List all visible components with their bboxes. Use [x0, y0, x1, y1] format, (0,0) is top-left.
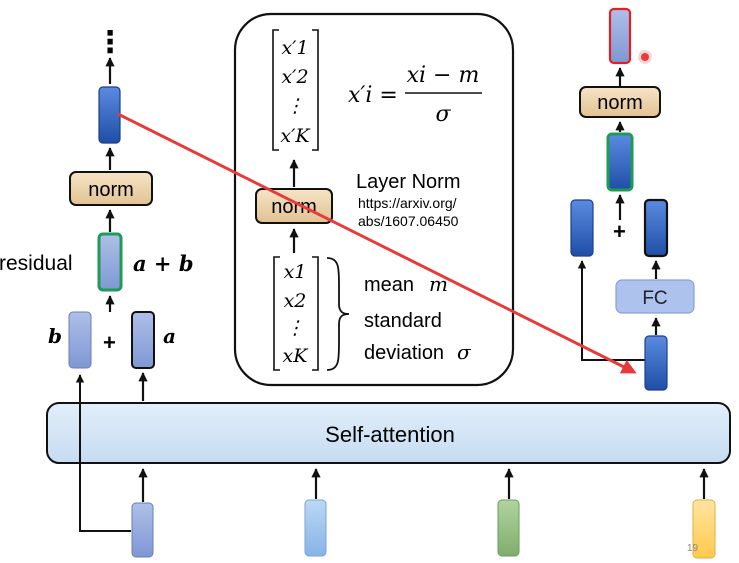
page-number: 19 — [687, 543, 699, 554]
right-norm-label: norm — [597, 92, 643, 114]
panel-border — [233, 12, 515, 387]
layer-norm-panel: x′1 x′2 ⋮ x′K x′i = xi − m σ norm Layer … — [233, 12, 515, 387]
layer-norm-title: Layer Norm — [356, 171, 460, 193]
output-vector — [98, 86, 121, 144]
output-elem-dots: ⋮ — [286, 95, 305, 117]
left-norm-box — [69, 171, 153, 206]
formula-numerator: xi − m — [407, 63, 480, 88]
center-norm-box — [255, 188, 333, 224]
output-elem-1: x′1 — [281, 37, 308, 59]
self-attention-label: Self-attention — [325, 422, 455, 447]
input-vector-1 — [131, 502, 154, 558]
input-elem-2: x2 — [284, 290, 307, 312]
output-bracket-right — [312, 29, 319, 151]
output-bracket-left — [272, 29, 279, 151]
vector-a — [131, 311, 155, 369]
left-plus-sign: + — [103, 330, 116, 355]
output-elem-k: x′K — [280, 125, 311, 147]
input-elem-dots: ⋮ — [286, 317, 305, 339]
curly-brace — [326, 257, 350, 371]
laser-pointer-dot — [641, 53, 649, 61]
right-norm-box — [579, 86, 661, 118]
a-label: a — [163, 324, 176, 348]
red-annotation-arrow — [117, 112, 637, 374]
final-output-vector — [608, 7, 632, 65]
vertical-ellipsis: ⋮ — [95, 26, 125, 59]
input-vector-4 — [692, 499, 716, 559]
right-vector-skip — [570, 199, 594, 257]
input-bracket-left — [273, 256, 280, 371]
input-vector-2 — [304, 499, 327, 557]
input-bracket-right — [312, 256, 319, 371]
self-attention-block: Self-attention — [46, 402, 731, 464]
mean-label: mean — [364, 274, 414, 296]
fc-box — [615, 279, 695, 314]
input-elem-k: xK — [283, 345, 310, 367]
input-vector-3 — [497, 499, 520, 557]
right-input-vector — [644, 335, 668, 391]
right-vector-fc-out — [643, 198, 669, 258]
formula-denominator: σ — [435, 102, 451, 127]
residual-label: residual — [0, 252, 73, 275]
formula-lhs: x′i = — [348, 83, 398, 108]
std-label-line1: standard — [364, 310, 442, 332]
residual-skip-arrow — [75, 374, 131, 532]
left-column: ⋮ norm residual a + b b + a — [0, 26, 194, 401]
right-column: norm + FC — [570, 7, 695, 391]
output-elem-2: x′2 — [281, 66, 308, 88]
right-plus-sign: + — [613, 219, 626, 244]
std-symbol: σ — [457, 340, 472, 364]
right-residual-vector — [606, 132, 634, 192]
residual-sum-vector — [97, 232, 123, 292]
sum-label: a + b — [133, 251, 194, 276]
b-label: b — [48, 324, 62, 348]
input-elem-1: x1 — [284, 261, 307, 283]
std-label-line2: deviation — [364, 342, 444, 364]
fc-label: FC — [642, 288, 667, 309]
left-norm-label: norm — [88, 179, 134, 201]
vector-b — [68, 311, 92, 369]
paper-url-line2: abs/1607.06450 — [358, 213, 459, 229]
paper-url-line1: https://arxiv.org/ — [358, 195, 457, 211]
center-norm-label: norm — [271, 196, 317, 218]
